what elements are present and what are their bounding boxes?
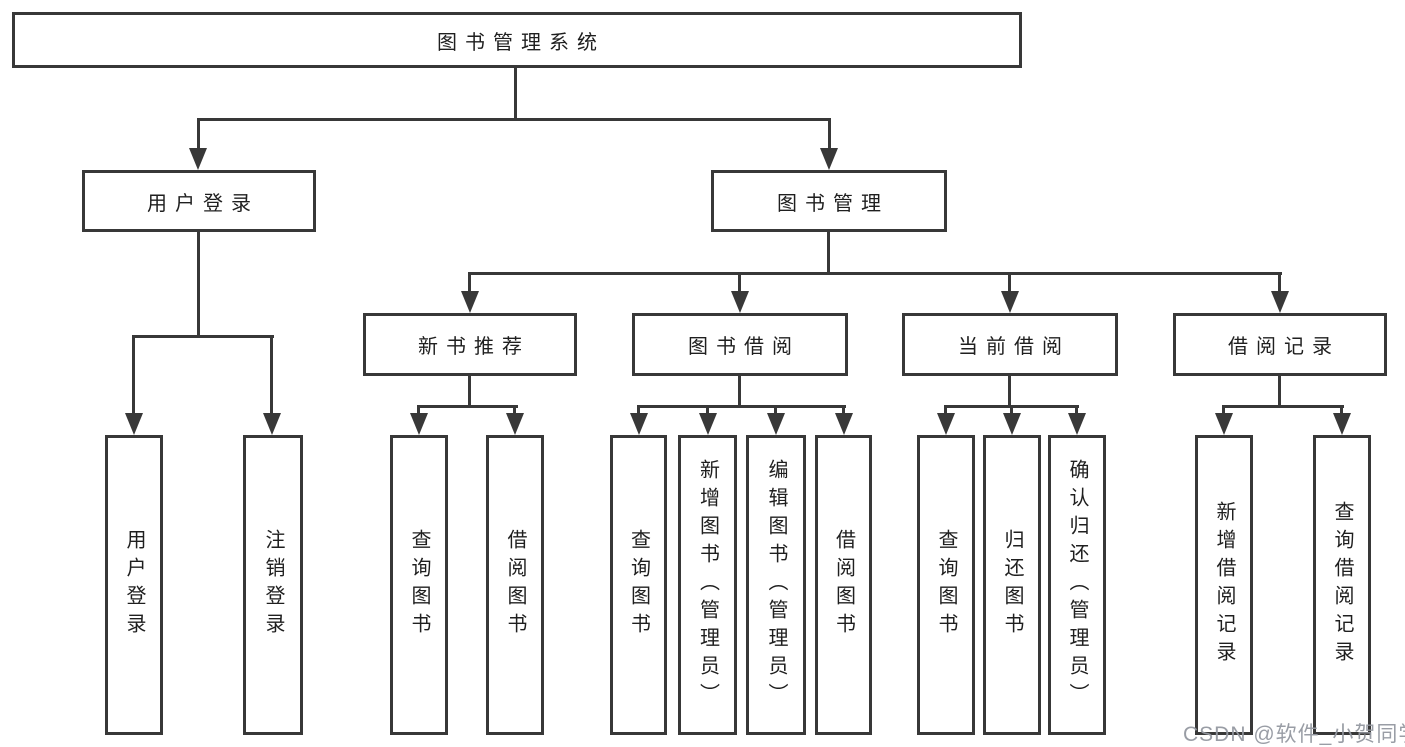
connector-line	[774, 405, 777, 416]
connector-line	[468, 376, 471, 405]
connector-line	[1010, 405, 1013, 416]
leaf-query-borrow-record-label: 查询借阅记录	[1331, 501, 1353, 669]
connector-line	[1340, 405, 1343, 416]
connector-line	[1222, 405, 1344, 408]
node-book-management-label: 图书管理	[777, 192, 889, 215]
arrow-down-icon	[1271, 291, 1289, 313]
connector-line	[197, 118, 831, 121]
arrow-down-icon	[731, 291, 749, 313]
connector-line	[828, 118, 831, 152]
leaf-query-borrow-record: 查询借阅记录	[1313, 435, 1371, 735]
arrow-down-icon	[630, 413, 648, 435]
leaf-borrow-books-1: 借阅图书	[486, 435, 544, 735]
leaf-query-books-2-label: 查询图书	[627, 529, 650, 641]
connector-line	[706, 405, 709, 416]
node-book-borrow-label: 图书借阅	[688, 336, 800, 358]
leaf-logout-login-label: 注销登录	[262, 529, 284, 641]
connector-line	[513, 405, 516, 416]
leaf-add-books-admin: 新增图书（管理员）	[678, 435, 737, 735]
node-current-borrow: 当前借阅	[902, 313, 1118, 376]
leaf-query-books-1-label: 查询图书	[408, 529, 430, 641]
arrow-down-icon	[263, 413, 281, 435]
connector-line	[468, 272, 1282, 275]
arrow-down-icon	[410, 413, 428, 435]
node-borrow-records: 借阅记录	[1173, 313, 1387, 376]
connector-line	[738, 272, 741, 294]
connector-line	[842, 405, 845, 416]
arrow-down-icon	[937, 413, 955, 435]
connector-line	[827, 232, 830, 272]
leaf-query-books-3-label: 查询图书	[935, 529, 957, 641]
arrow-down-icon	[1215, 413, 1233, 435]
node-book-borrow: 图书借阅	[632, 313, 848, 376]
leaf-user-login: 用户登录	[105, 435, 163, 735]
arrow-down-icon	[189, 148, 207, 170]
connector-line	[417, 405, 518, 408]
leaf-add-books-admin-label: 新增图书（管理员）	[696, 459, 719, 711]
leaf-user-login-label: 用户登录	[123, 529, 145, 641]
connector-line	[1278, 272, 1281, 294]
connector-line	[417, 405, 420, 416]
arrow-down-icon	[835, 413, 853, 435]
connector-line	[637, 405, 846, 408]
leaf-edit-books-admin: 编辑图书（管理员）	[746, 435, 806, 735]
connector-line	[1008, 272, 1011, 294]
leaf-borrow-books-2: 借阅图书	[815, 435, 872, 735]
leaf-confirm-return-admin-label: 确认归还（管理员）	[1066, 459, 1088, 711]
leaf-logout-login: 注销登录	[243, 435, 303, 735]
node-user-login: 用户登录	[82, 170, 316, 232]
node-current-borrow-label: 当前借阅	[958, 336, 1070, 358]
connector-line	[132, 335, 135, 417]
connector-line	[197, 118, 200, 152]
connector-line	[1278, 376, 1281, 405]
arrow-down-icon	[1001, 291, 1019, 313]
node-user-login-label: 用户登录	[147, 192, 259, 215]
arrow-down-icon	[1333, 413, 1351, 435]
arrow-down-icon	[1068, 413, 1086, 435]
leaf-edit-books-admin-label: 编辑图书（管理员）	[765, 459, 787, 711]
arrow-down-icon	[506, 413, 524, 435]
connector-line	[637, 405, 640, 416]
leaf-confirm-return-admin: 确认归还（管理员）	[1048, 435, 1106, 735]
arrow-down-icon	[1003, 413, 1021, 435]
connector-line	[132, 335, 274, 338]
node-library-system-label: 图书管理系统	[437, 31, 605, 54]
leaf-borrow-books-2-label: 借阅图书	[832, 529, 855, 641]
node-library-system: 图书管理系统	[12, 12, 1022, 68]
watermark: CSDN @软件_小贺同学	[1183, 723, 1405, 746]
connector-line	[197, 232, 200, 335]
leaf-add-borrow-record: 新增借阅记录	[1195, 435, 1253, 735]
connector-line	[514, 68, 517, 118]
leaf-return-books: 归还图书	[983, 435, 1041, 735]
leaf-borrow-books-1-label: 借阅图书	[504, 529, 526, 641]
node-new-book-recommend-label: 新书推荐	[418, 336, 530, 358]
connector-line	[1075, 405, 1078, 416]
node-borrow-records-label: 借阅记录	[1228, 336, 1340, 358]
connector-line	[944, 405, 947, 416]
arrow-down-icon	[699, 413, 717, 435]
leaf-query-books-1: 查询图书	[390, 435, 448, 735]
node-book-management: 图书管理	[711, 170, 947, 232]
connector-line	[1222, 405, 1225, 416]
arrow-down-icon	[820, 148, 838, 170]
connector-line	[270, 335, 273, 417]
connector-line	[468, 272, 471, 294]
leaf-query-books-2: 查询图书	[610, 435, 667, 735]
leaf-add-borrow-record-label: 新增借阅记录	[1213, 501, 1235, 669]
node-new-book-recommend: 新书推荐	[363, 313, 577, 376]
arrow-down-icon	[125, 413, 143, 435]
connector-line	[1008, 376, 1011, 405]
arrow-down-icon	[767, 413, 785, 435]
arrow-down-icon	[461, 291, 479, 313]
leaf-query-books-3: 查询图书	[917, 435, 975, 735]
connector-line	[738, 376, 741, 405]
leaf-return-books-label: 归还图书	[1001, 529, 1023, 641]
